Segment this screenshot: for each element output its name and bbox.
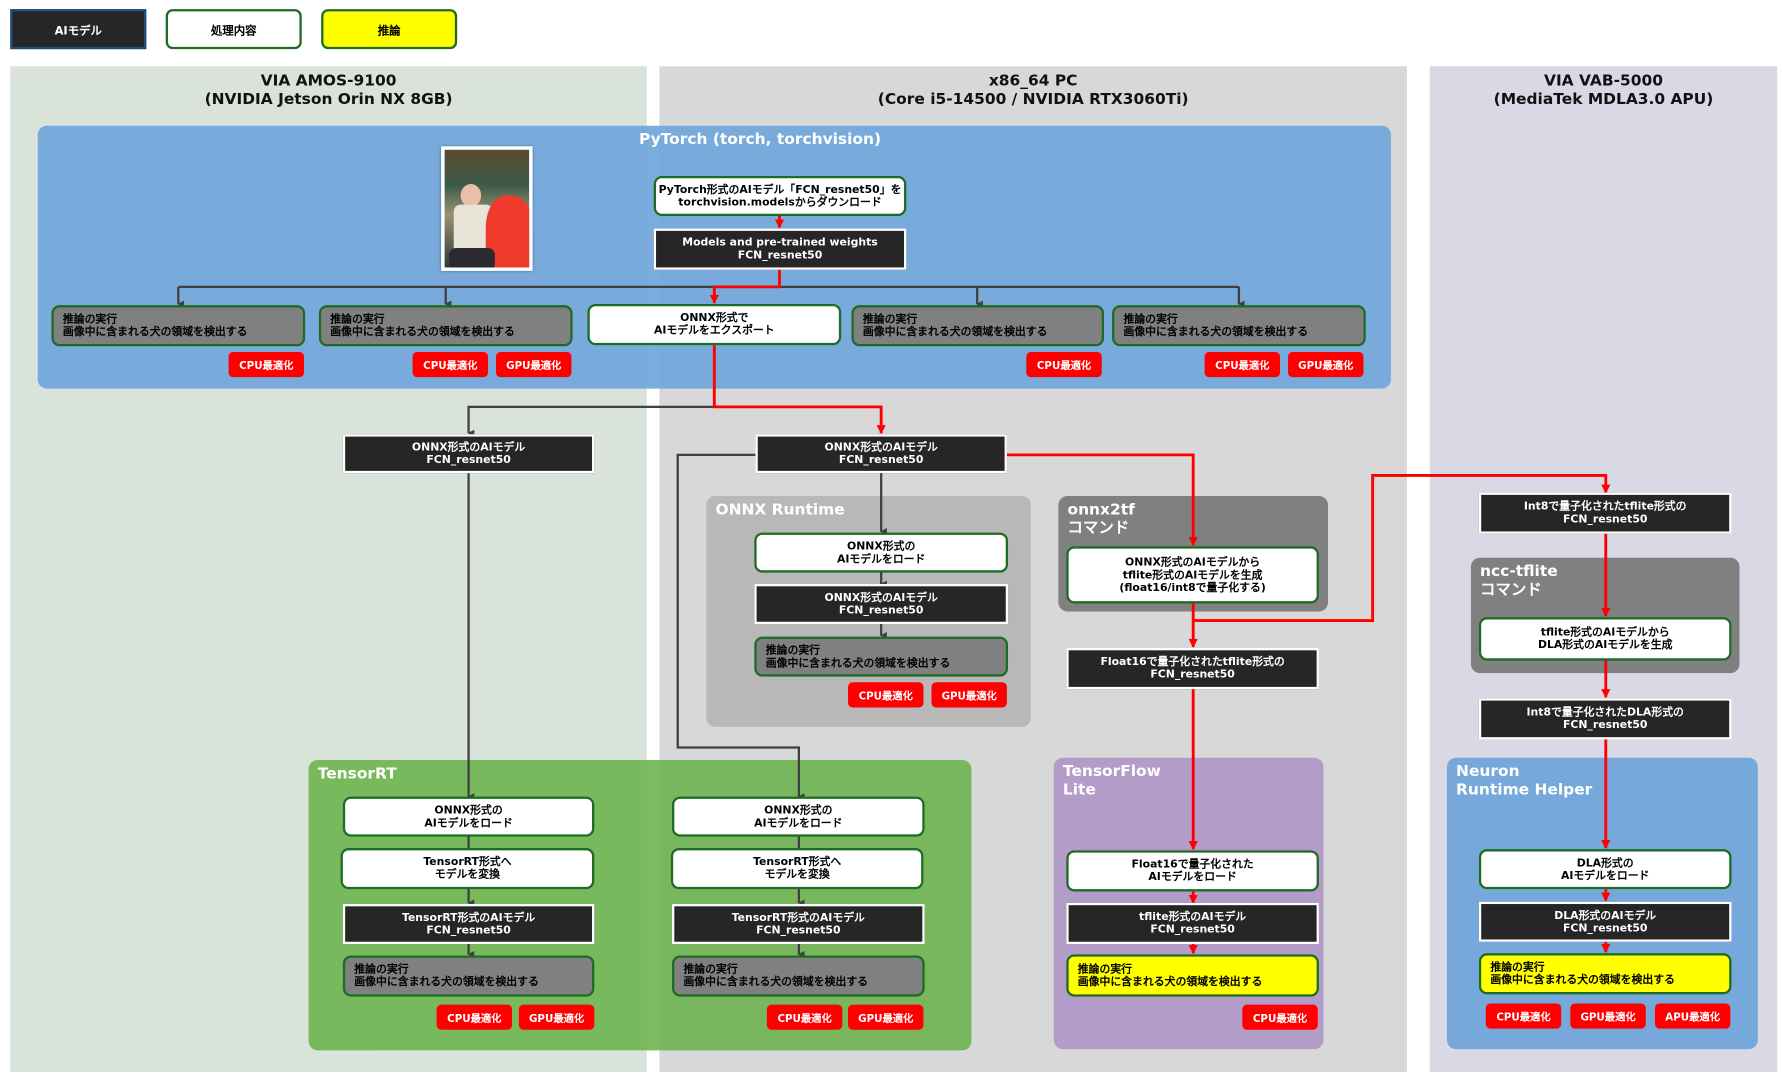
- int8-dla-model: Int8で量子化されたDLA形式の FCN_resnet50: [1478, 698, 1732, 740]
- legend-ai-model: AIモデル: [10, 9, 147, 50]
- panel-vab-spec: (MediaTek MDLA3.0 APU): [1493, 90, 1714, 109]
- float16-tflite-model: Float16で量子化されたtflite形式の FCN_resnet50: [1066, 648, 1319, 690]
- panel-vab-name: VIA VAB-5000: [1544, 72, 1663, 91]
- group-tensorrt-title: TensorRT: [317, 764, 397, 783]
- ncc-convert-step: tflite形式のAIモデルから DLA形式のAIモデルを生成: [1478, 617, 1732, 661]
- int8-tflite-model: Int8で量子化されたtflite形式の FCN_resnet50: [1478, 492, 1732, 534]
- download-model-step: PyTorch形式のAIモデル「FCN_resnet50」を torchvisi…: [653, 176, 907, 217]
- badge-gpu-optimized: GPU最適化: [931, 682, 1007, 708]
- badge-gpu-optimized: GPU最適化: [496, 352, 572, 378]
- onnx-export-step: ONNX形式で AIモデルをエクスポート: [587, 304, 842, 346]
- badge-gpu-optimized: GPU最適化: [1288, 352, 1364, 378]
- trt-right-load-step: ONNX形式の AIモデルをロード: [672, 796, 925, 837]
- onnx-model-pc: ONNX形式のAIモデル FCN_resnet50: [755, 434, 1007, 474]
- badge-cpu-optimized: CPU最適化: [1204, 352, 1281, 378]
- panel-amos-name: VIA AMOS-9100: [260, 72, 397, 91]
- onnx-model-amos: ONNX形式のAIモデル FCN_resnet50: [342, 434, 595, 474]
- badge-cpu-optimized: CPU最適化: [848, 682, 924, 708]
- badge-cpu-optimized: CPU最適化: [1485, 1003, 1562, 1029]
- badge-cpu-optimized: CPU最適化: [1242, 1004, 1318, 1030]
- legend-process: 処理内容: [165, 9, 302, 50]
- trt-right-convert-step: TensorRT形式へ モデルを変換: [670, 848, 924, 890]
- neuron-load-step: DLA形式の AIモデルをロード: [1478, 849, 1732, 890]
- pretrained-weights-model: Models and pre-trained weights FCN_resne…: [653, 228, 907, 270]
- pytorch-infer-amos-gpu: 推論の実行 画像中に含まれる犬の領域を検出する: [318, 305, 573, 347]
- trt-left-infer-step: 推論の実行 画像中に含まれる犬の領域を検出する: [342, 955, 595, 997]
- panel-vab-title: VIA VAB-5000 (MediaTek MDLA3.0 APU): [1430, 72, 1777, 109]
- person-legs: [449, 248, 495, 268]
- group-neuron-title: Neuron Runtime Helper: [1456, 762, 1593, 799]
- panel-amos-title: VIA AMOS-9100 (NVIDIA Jetson Orin NX 8GB…: [10, 72, 647, 109]
- badge-apu-optimized: APU最適化: [1654, 1003, 1731, 1029]
- trt-right-infer-step: 推論の実行 画像中に含まれる犬の領域を検出する: [672, 955, 925, 997]
- badge-cpu-optimized: CPU最適化: [1026, 352, 1102, 378]
- person-head: [460, 184, 482, 207]
- tflite-infer-step: 推論の実行 画像中に含まれる犬の領域を検出する: [1066, 954, 1319, 997]
- group-ncc-tflite-title: ncc-tflite コマンド: [1480, 562, 1558, 599]
- panel-amos-spec: (NVIDIA Jetson Orin NX 8GB): [204, 90, 453, 109]
- badge-cpu-optimized: CPU最適化: [766, 1004, 843, 1030]
- badge-gpu-optimized: GPU最適化: [848, 1004, 924, 1030]
- tflite-load-step: Float16で量子化された AIモデルをロード: [1066, 850, 1319, 892]
- badge-gpu-optimized: GPU最適化: [1570, 1003, 1646, 1029]
- group-onnx2tf-title: onnx2tf コマンド: [1067, 500, 1135, 538]
- badge-cpu-optimized: CPU最適化: [436, 1004, 513, 1030]
- ort-infer-step: 推論の実行 画像中に含まれる犬の領域を検出する: [754, 636, 1009, 677]
- badge-cpu-optimized: CPU最適化: [228, 352, 305, 378]
- trt-left-convert-step: TensorRT形式へ モデルを変換: [340, 848, 595, 890]
- panel-pc-spec: (Core i5-14500 / NVIDIA RTX3060Ti): [877, 90, 1189, 109]
- trt-right-model: TensorRT形式のAIモデル FCN_resnet50: [672, 904, 925, 945]
- group-pytorch-title: PyTorch (torch, torchvision): [639, 130, 882, 149]
- badge-cpu-optimized: CPU最適化: [412, 352, 489, 378]
- pytorch-infer-amos-cpu: 推論の実行 画像中に含まれる犬の領域を検出する: [51, 305, 306, 347]
- pytorch-infer-pc-cpu: 推論の実行 画像中に含まれる犬の領域を検出する: [851, 305, 1105, 347]
- legend-inference: 推論: [321, 9, 458, 50]
- panel-pc-title: x86_64 PC (Core i5-14500 / NVIDIA RTX306…: [659, 72, 1406, 109]
- tflite-model: tflite形式のAIモデル FCN_resnet50: [1066, 902, 1319, 945]
- group-tflite-title: TensorFlow Lite: [1062, 762, 1161, 799]
- pytorch-infer-pc-gpu: 推論の実行 画像中に含まれる犬の領域を検出する: [1112, 305, 1366, 347]
- ort-load-step: ONNX形式の AIモデルをロード: [754, 532, 1009, 573]
- segmentation-result-image: [441, 146, 533, 271]
- trt-left-model: TensorRT形式のAIモデル FCN_resnet50: [342, 904, 595, 945]
- trt-left-load-step: ONNX形式の AIモデルをロード: [342, 796, 595, 837]
- badge-gpu-optimized: GPU最適化: [518, 1004, 595, 1030]
- panel-pc-name: x86_64 PC: [988, 72, 1078, 91]
- dla-model: DLA形式のAIモデル FCN_resnet50: [1478, 901, 1732, 942]
- onnx2tf-convert-step: ONNX形式のAIモデルから tflite形式のAIモデルを生成 (float1…: [1066, 546, 1319, 604]
- group-onnxruntime-title: ONNX Runtime: [715, 500, 845, 519]
- neuron-infer-step: 推論の実行 画像中に含まれる犬の領域を検出する: [1478, 953, 1732, 995]
- ort-onnx-model: ONNX形式のAIモデル FCN_resnet50: [754, 584, 1009, 625]
